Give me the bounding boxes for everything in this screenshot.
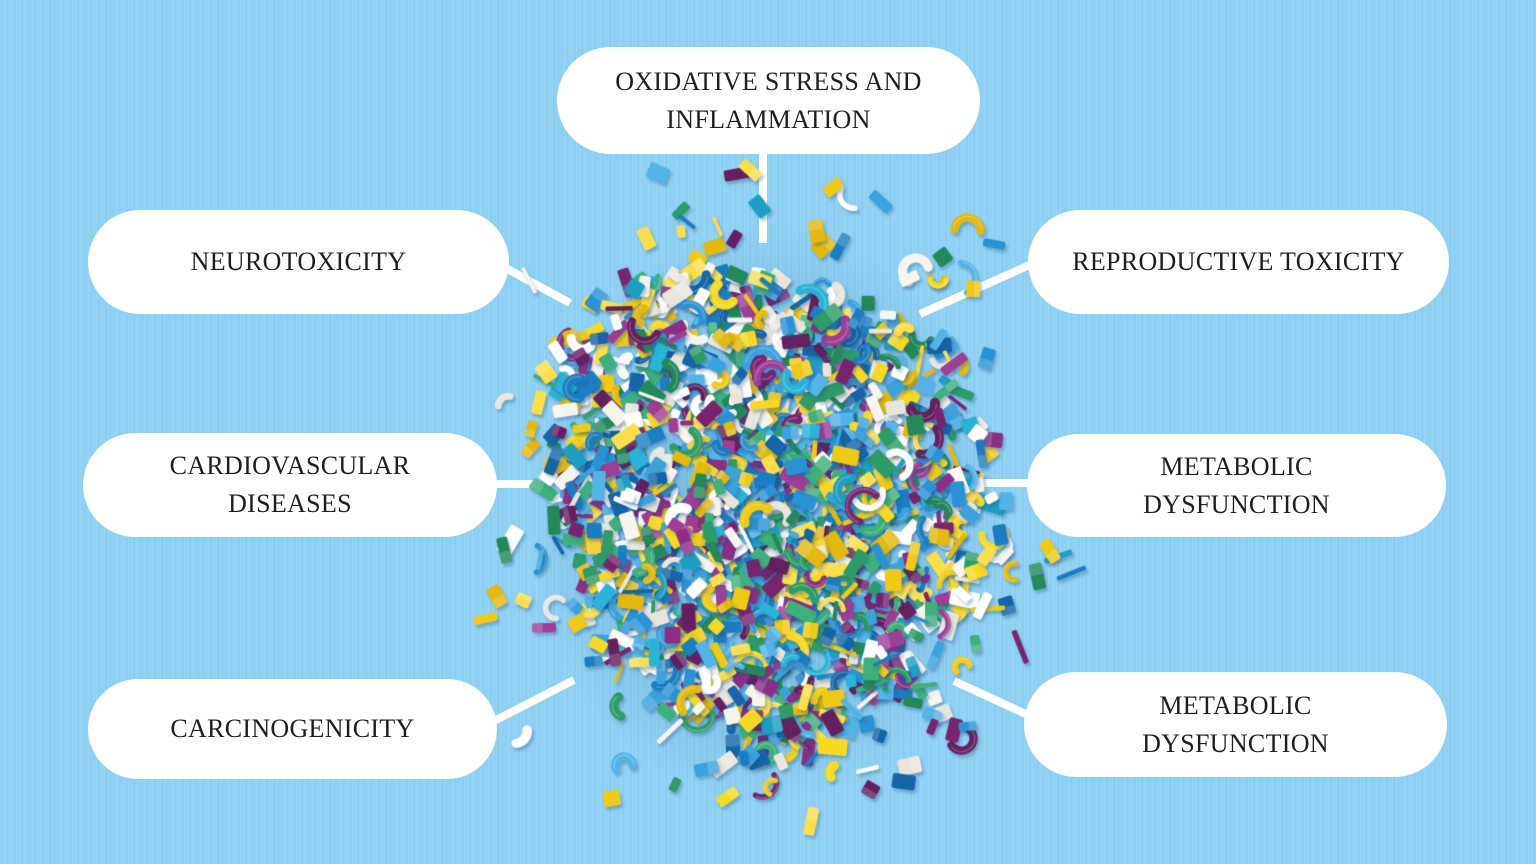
label-pill-neurotoxicity: NEUROTOXICITY [88, 210, 509, 314]
label-text-reproductive-toxicity: REPRODUCTIVE TOXICITY [1072, 247, 1405, 277]
label-pill-metabolic-dysfunction-right: METABOLIC DYSFUNCTION [1027, 434, 1446, 537]
label-text-metabolic-dysfunction-right: METABOLIC DYSFUNCTION [1143, 451, 1330, 519]
label-pill-reproductive-toxicity: REPRODUCTIVE TOXICITY [1028, 210, 1449, 314]
label-pill-cardiovascular-diseases: CARDIOVASCULAR DISEASES [83, 433, 497, 537]
label-pill-metabolic-dysfunction-bottom: METABOLIC DYSFUNCTION [1024, 672, 1447, 777]
label-pill-oxidative-stress: OXIDATIVE STRESS AND INFLAMMATION [557, 47, 980, 154]
label-text-carcinogenicity: CARCINOGENICITY [170, 714, 415, 744]
label-text-cardiovascular-diseases: CARDIOVASCULAR DISEASES [169, 451, 411, 518]
label-text-oxidative-stress: OXIDATIVE STRESS AND INFLAMMATION [615, 66, 922, 134]
label-pill-carcinogenicity: CARCINOGENICITY [88, 679, 497, 779]
label-text-neurotoxicity: NEUROTOXICITY [190, 247, 407, 277]
label-text-metabolic-dysfunction-bottom: METABOLIC DYSFUNCTION [1142, 690, 1329, 758]
